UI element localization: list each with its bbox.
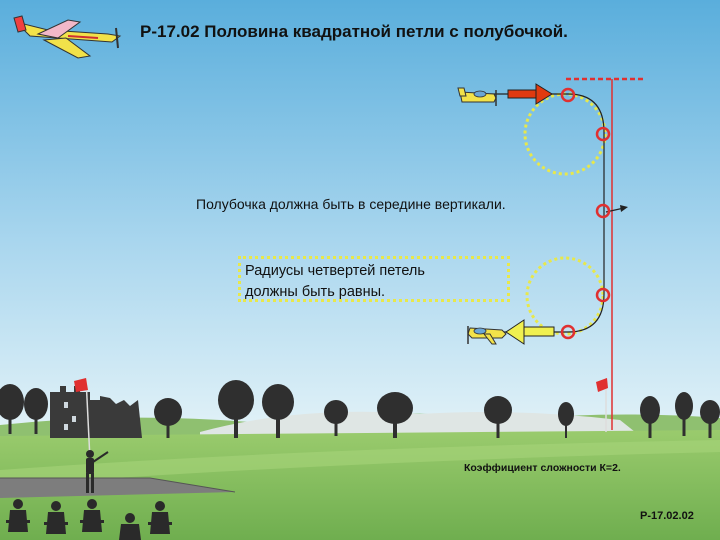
tree <box>640 396 660 438</box>
exit-arrow <box>505 319 555 345</box>
marker-exit <box>560 324 576 340</box>
tree <box>484 396 512 438</box>
tree <box>324 400 348 436</box>
tree <box>377 392 413 438</box>
judge-icon <box>6 499 30 532</box>
grass-band <box>0 440 720 486</box>
light-patch <box>200 411 640 436</box>
half-roll-note: Полубочка должна быть в середине вертика… <box>196 196 506 212</box>
tree <box>154 398 182 438</box>
tree <box>558 402 574 438</box>
plane-logo-icon <box>13 15 122 59</box>
difficulty-coefficient: Коэффициент сложности К=2. <box>464 462 621 474</box>
tree <box>700 400 720 438</box>
judge-icon <box>119 513 141 540</box>
grass-field <box>0 430 720 540</box>
judge-icon <box>148 501 172 534</box>
radii-note-line-2: должны быть равны. <box>245 284 386 300</box>
runway <box>0 478 235 498</box>
tree <box>24 388 48 434</box>
castle-ruins <box>50 386 142 438</box>
plane-entry-icon <box>457 87 497 106</box>
judge-icon <box>80 499 104 532</box>
flag-icon <box>74 377 91 461</box>
marker-quarter-2 <box>595 287 611 303</box>
tree <box>262 384 294 438</box>
marker-half-roll <box>595 203 611 219</box>
judge-icon <box>44 501 68 534</box>
radii-note-line-1: Радиусы четвертей петель <box>245 263 425 279</box>
figure-markers <box>560 87 611 340</box>
plane-exit-icon <box>467 326 507 345</box>
figure-code: Р-17.02.02 <box>640 510 694 522</box>
flight-path <box>474 93 605 333</box>
flag-icon <box>596 378 608 432</box>
runway-edge <box>0 477 236 493</box>
radii-note: Радиусы четвертей петель должны быть рав… <box>238 256 510 302</box>
tree <box>0 384 24 434</box>
lower-loop-circle <box>525 256 605 336</box>
sky-background <box>0 0 720 440</box>
pilot-icon <box>86 450 109 493</box>
figure-guides <box>566 77 646 430</box>
half-roll-arrowhead <box>620 205 628 212</box>
tree <box>675 392 693 436</box>
marker-quarter-1 <box>595 126 611 142</box>
tree-line <box>0 380 720 438</box>
figure-title: Р-17.02 Половина квадратной петли с полу… <box>140 22 568 41</box>
tree <box>218 380 254 438</box>
marker-entry <box>560 87 576 103</box>
entry-arrow <box>507 83 553 105</box>
judge-panel <box>6 499 172 540</box>
